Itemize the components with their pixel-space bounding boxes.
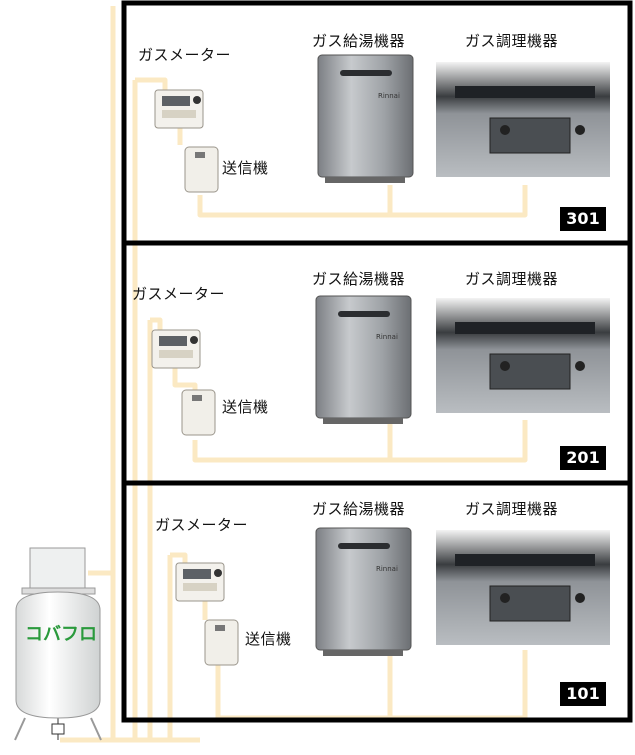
transmitter-label-201: 送信機 — [222, 398, 269, 416]
gas-stove-label-201: ガス調理機器 — [465, 270, 559, 288]
room-number-301: 301 — [560, 207, 606, 231]
water-heater-icon: Rinnai — [317, 54, 414, 183]
transmitter-icon — [184, 146, 219, 193]
gas-meter-label-301: ガスメーター — [138, 46, 232, 64]
transmitter-icon — [181, 389, 216, 436]
gas-meter-icon — [154, 89, 204, 129]
transmitter-label-101: 送信機 — [245, 630, 292, 648]
tank-logo-text: コバフロ — [25, 624, 97, 645]
gas-meter-icon — [175, 562, 225, 602]
gas-meter-icon — [151, 329, 201, 369]
room-number-101: 101 — [560, 682, 606, 706]
water-heater-label-301: ガス給湯機器 — [312, 32, 406, 50]
gas-stove-icon — [436, 62, 610, 177]
floor-301-devices: Rinnai — [154, 54, 610, 193]
water-heater-icon: Rinnai — [315, 527, 412, 656]
transmitter-icon — [204, 619, 239, 666]
water-heater-label-201: ガス給湯機器 — [312, 270, 406, 288]
gas-stove-icon — [436, 530, 610, 645]
water-heater-label-101: ガス給湯機器 — [312, 500, 406, 518]
floor-201-devices: Rinnai — [151, 295, 610, 436]
gas-stove-label-301: ガス調理機器 — [465, 32, 559, 50]
svg-text:Rinnai: Rinnai — [378, 92, 400, 100]
gas-stove-label-101: ガス調理機器 — [465, 500, 559, 518]
water-heater-icon: Rinnai — [315, 295, 412, 424]
gas-stove-icon — [436, 298, 610, 413]
floor-101-devices: Rinnai — [175, 527, 610, 666]
svg-text:Rinnai: Rinnai — [376, 333, 398, 341]
floor-frames — [121, 0, 633, 723]
room-number-201: 201 — [560, 446, 606, 470]
transmitter-label-301: 送信機 — [222, 159, 269, 177]
gas-meter-label-101: ガスメーター — [155, 516, 249, 534]
gas-tank-icon — [14, 547, 102, 741]
svg-text:Rinnai: Rinnai — [376, 565, 398, 573]
gas-meter-label-201: ガスメーター — [132, 285, 226, 303]
